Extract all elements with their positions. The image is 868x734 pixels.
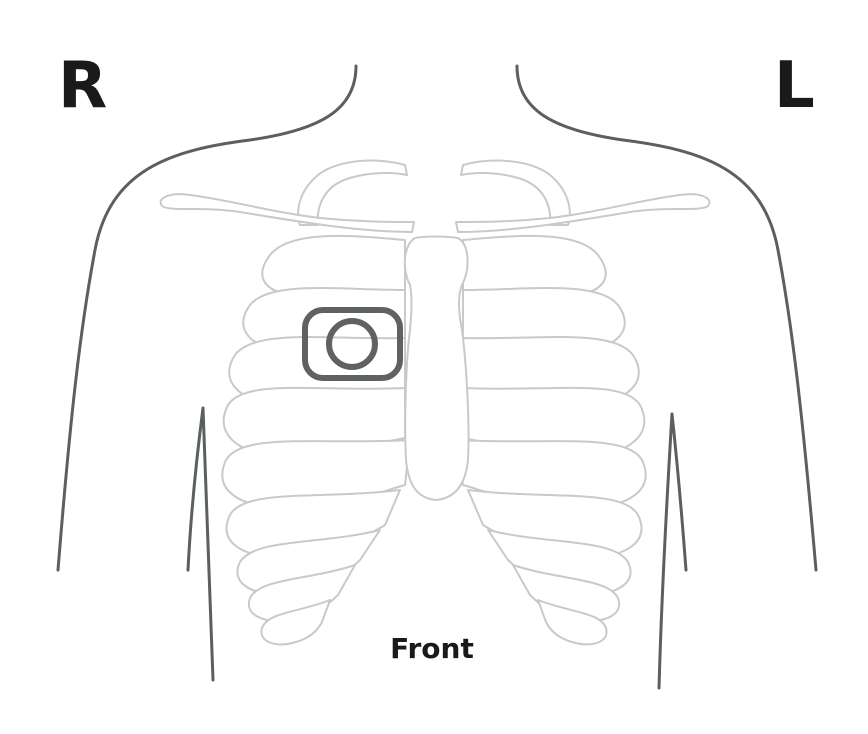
electrode-pad-icon: [302, 307, 403, 381]
left-side-label: L: [774, 49, 815, 123]
body-outline: [56, 64, 818, 690]
rib-right-1: [297, 159, 408, 226]
right-side-label: R: [58, 49, 108, 123]
rib-left-1: [460, 159, 571, 226]
body-outline-right-flank: [186, 406, 215, 682]
clavicle-left: [455, 193, 711, 233]
view-label: Front: [0, 632, 868, 665]
rib-cage: [159, 159, 711, 646]
rib-right-10: [260, 599, 331, 646]
ribs-left: [457, 159, 647, 646]
clavicle-right: [159, 193, 415, 233]
electrode-pad-border: [302, 307, 403, 381]
body-outline-right-shoulder: [56, 64, 358, 572]
sternum: [403, 235, 470, 501]
view-label-text: Front: [390, 632, 474, 665]
ribs-right: [221, 159, 411, 646]
body-outline-left-flank: [657, 412, 688, 690]
rib-left-10: [537, 599, 608, 646]
electrode-pad-center: [326, 318, 378, 370]
body-outline-left-shoulder: [515, 64, 818, 572]
